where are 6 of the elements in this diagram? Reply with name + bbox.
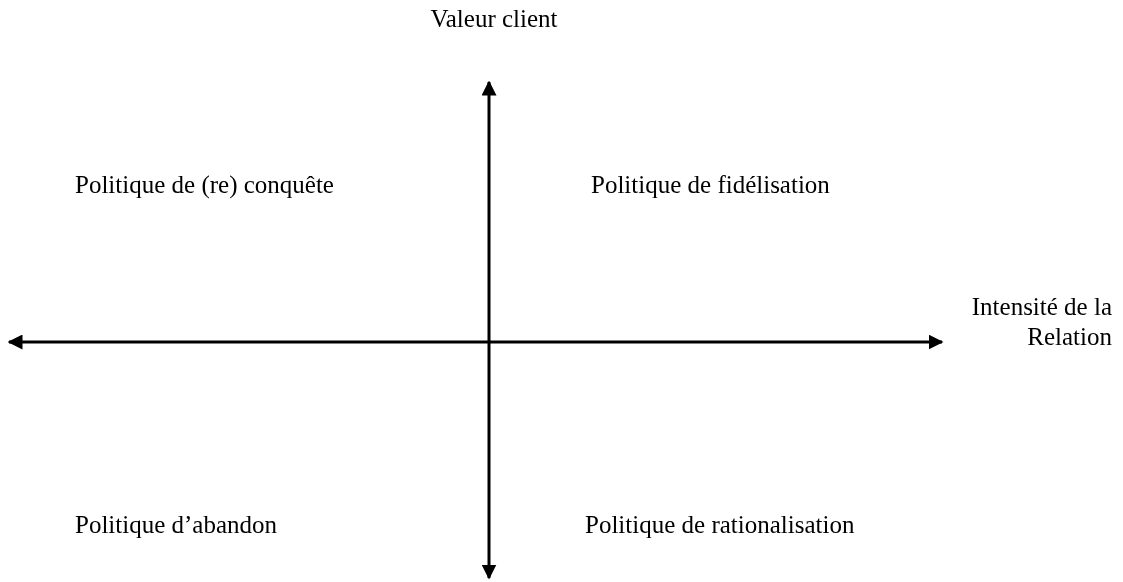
quadrant-label: Politique de (re) conquête xyxy=(75,170,335,200)
quadrant-label: Politique de fidélisation xyxy=(591,170,831,200)
axis-title: Intensité de la Relation xyxy=(970,292,1112,352)
axis-title: Valeur client xyxy=(429,4,559,34)
quadrant-label: Politique de rationalisation xyxy=(585,510,856,540)
quadrant-label: Politique d’abandon xyxy=(75,510,279,540)
